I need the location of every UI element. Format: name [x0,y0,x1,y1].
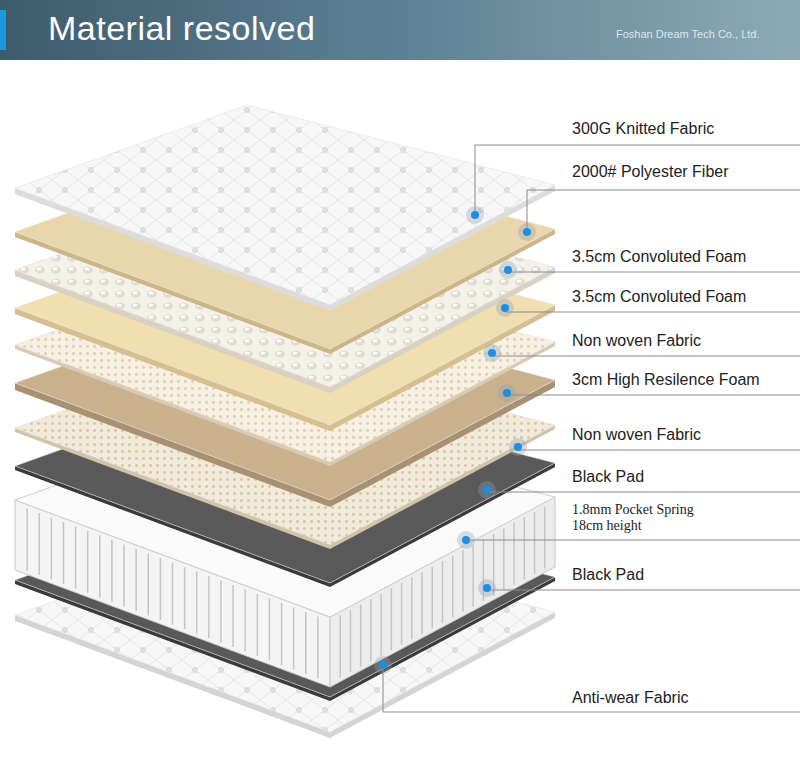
leader-line [475,145,800,215]
spring-coil [534,512,536,574]
part-label: 3.5cm Convoluted Foam [572,248,746,266]
spring-coil [452,556,454,618]
spring-coil [350,610,352,672]
spring-coil [172,563,174,625]
callout-halo [466,206,484,224]
callout-dot [483,486,491,494]
spring-coil [220,581,222,643]
part-label: 300G Knitted Fabric [572,120,714,138]
spring-coil [370,599,372,661]
spring-coil [503,528,505,590]
callout-dot [514,443,522,451]
spring-coil [401,583,403,645]
callout-halo [478,579,496,597]
leader-line [487,588,800,590]
part-label: Black Pad [572,566,644,584]
header-accent [0,10,6,50]
spring-coil [257,594,259,656]
callout-halo [478,481,496,499]
part-label: Non woven Fabric [572,426,701,444]
callout-dot [462,536,470,544]
header-bar [0,0,800,60]
page-title: Material resolved [48,9,315,48]
spring-coil [544,506,546,568]
leader-line [527,190,800,232]
spring-coil [281,603,283,665]
spring-coil [148,554,150,616]
spring-coil [432,566,434,628]
leader-line [466,540,800,541]
spring-coil [472,545,474,607]
spring-coil [184,567,186,629]
part-label: Anti-wear Fabric [572,689,688,707]
callout-halo [496,299,514,317]
part-label: 1.8mm Pocket Spring 18cm height [572,502,712,534]
spring-coil [99,536,101,598]
spring-coil [462,550,464,612]
spring-coil [411,577,413,639]
callout-halo [499,261,517,279]
spring-coil [87,531,89,593]
spring-coil [380,594,382,656]
spring-coil [305,612,307,674]
leader-line [492,353,800,356]
part-label: 3cm High Resilence Foam [572,371,760,389]
leader-line [518,447,800,450]
callout-dot [523,228,531,236]
callout-halo [483,344,501,362]
callout-dot [501,304,509,312]
company-name: Foshan Dream Tech Co., Ltd. [616,28,759,40]
spring-coil [232,585,234,647]
leader-line [508,270,800,272]
callout-halo [498,384,516,402]
spring-coil [513,523,515,585]
leader-line [505,308,800,312]
spring-coil [51,518,53,580]
spring-coil [160,558,162,620]
spring-coil [317,617,319,679]
callout-dot [471,211,479,219]
spring-coil [269,599,271,661]
leader-line [487,490,800,492]
part-label: Non woven Fabric [572,332,701,350]
spring-coil [421,572,423,634]
spring-coil [196,572,198,634]
layer-face [15,105,555,305]
callout-dot [504,266,512,274]
spring-coil [208,576,210,638]
spring-coil [135,549,137,611]
spring-coil [111,540,113,602]
callout-dot [503,389,511,397]
callout-halo [518,223,536,241]
callout-dot [379,661,387,669]
spring-coil [293,608,295,670]
spring-coil [391,588,393,650]
part-label: 3.5cm Convoluted Foam [572,288,746,306]
part-label: 2000# Polyester Fiber [572,163,729,181]
part-label: Black Pad [572,468,644,486]
callout-halo [457,531,475,549]
leader-line [507,393,800,395]
callout-halo [509,438,527,456]
callout-halo [374,656,392,674]
spring-coil [524,517,526,579]
spring-coil [63,522,65,584]
spring-coil [26,509,28,571]
spring-coil [360,605,362,667]
spring-coil [123,545,125,607]
leader-line [383,665,800,712]
callout-dot [488,349,496,357]
spring-coil [442,561,444,623]
spring-coil [75,527,77,589]
spring-coil [38,513,40,575]
spring-coil [339,616,341,678]
spring-coil [244,590,246,652]
callout-dot [483,584,491,592]
